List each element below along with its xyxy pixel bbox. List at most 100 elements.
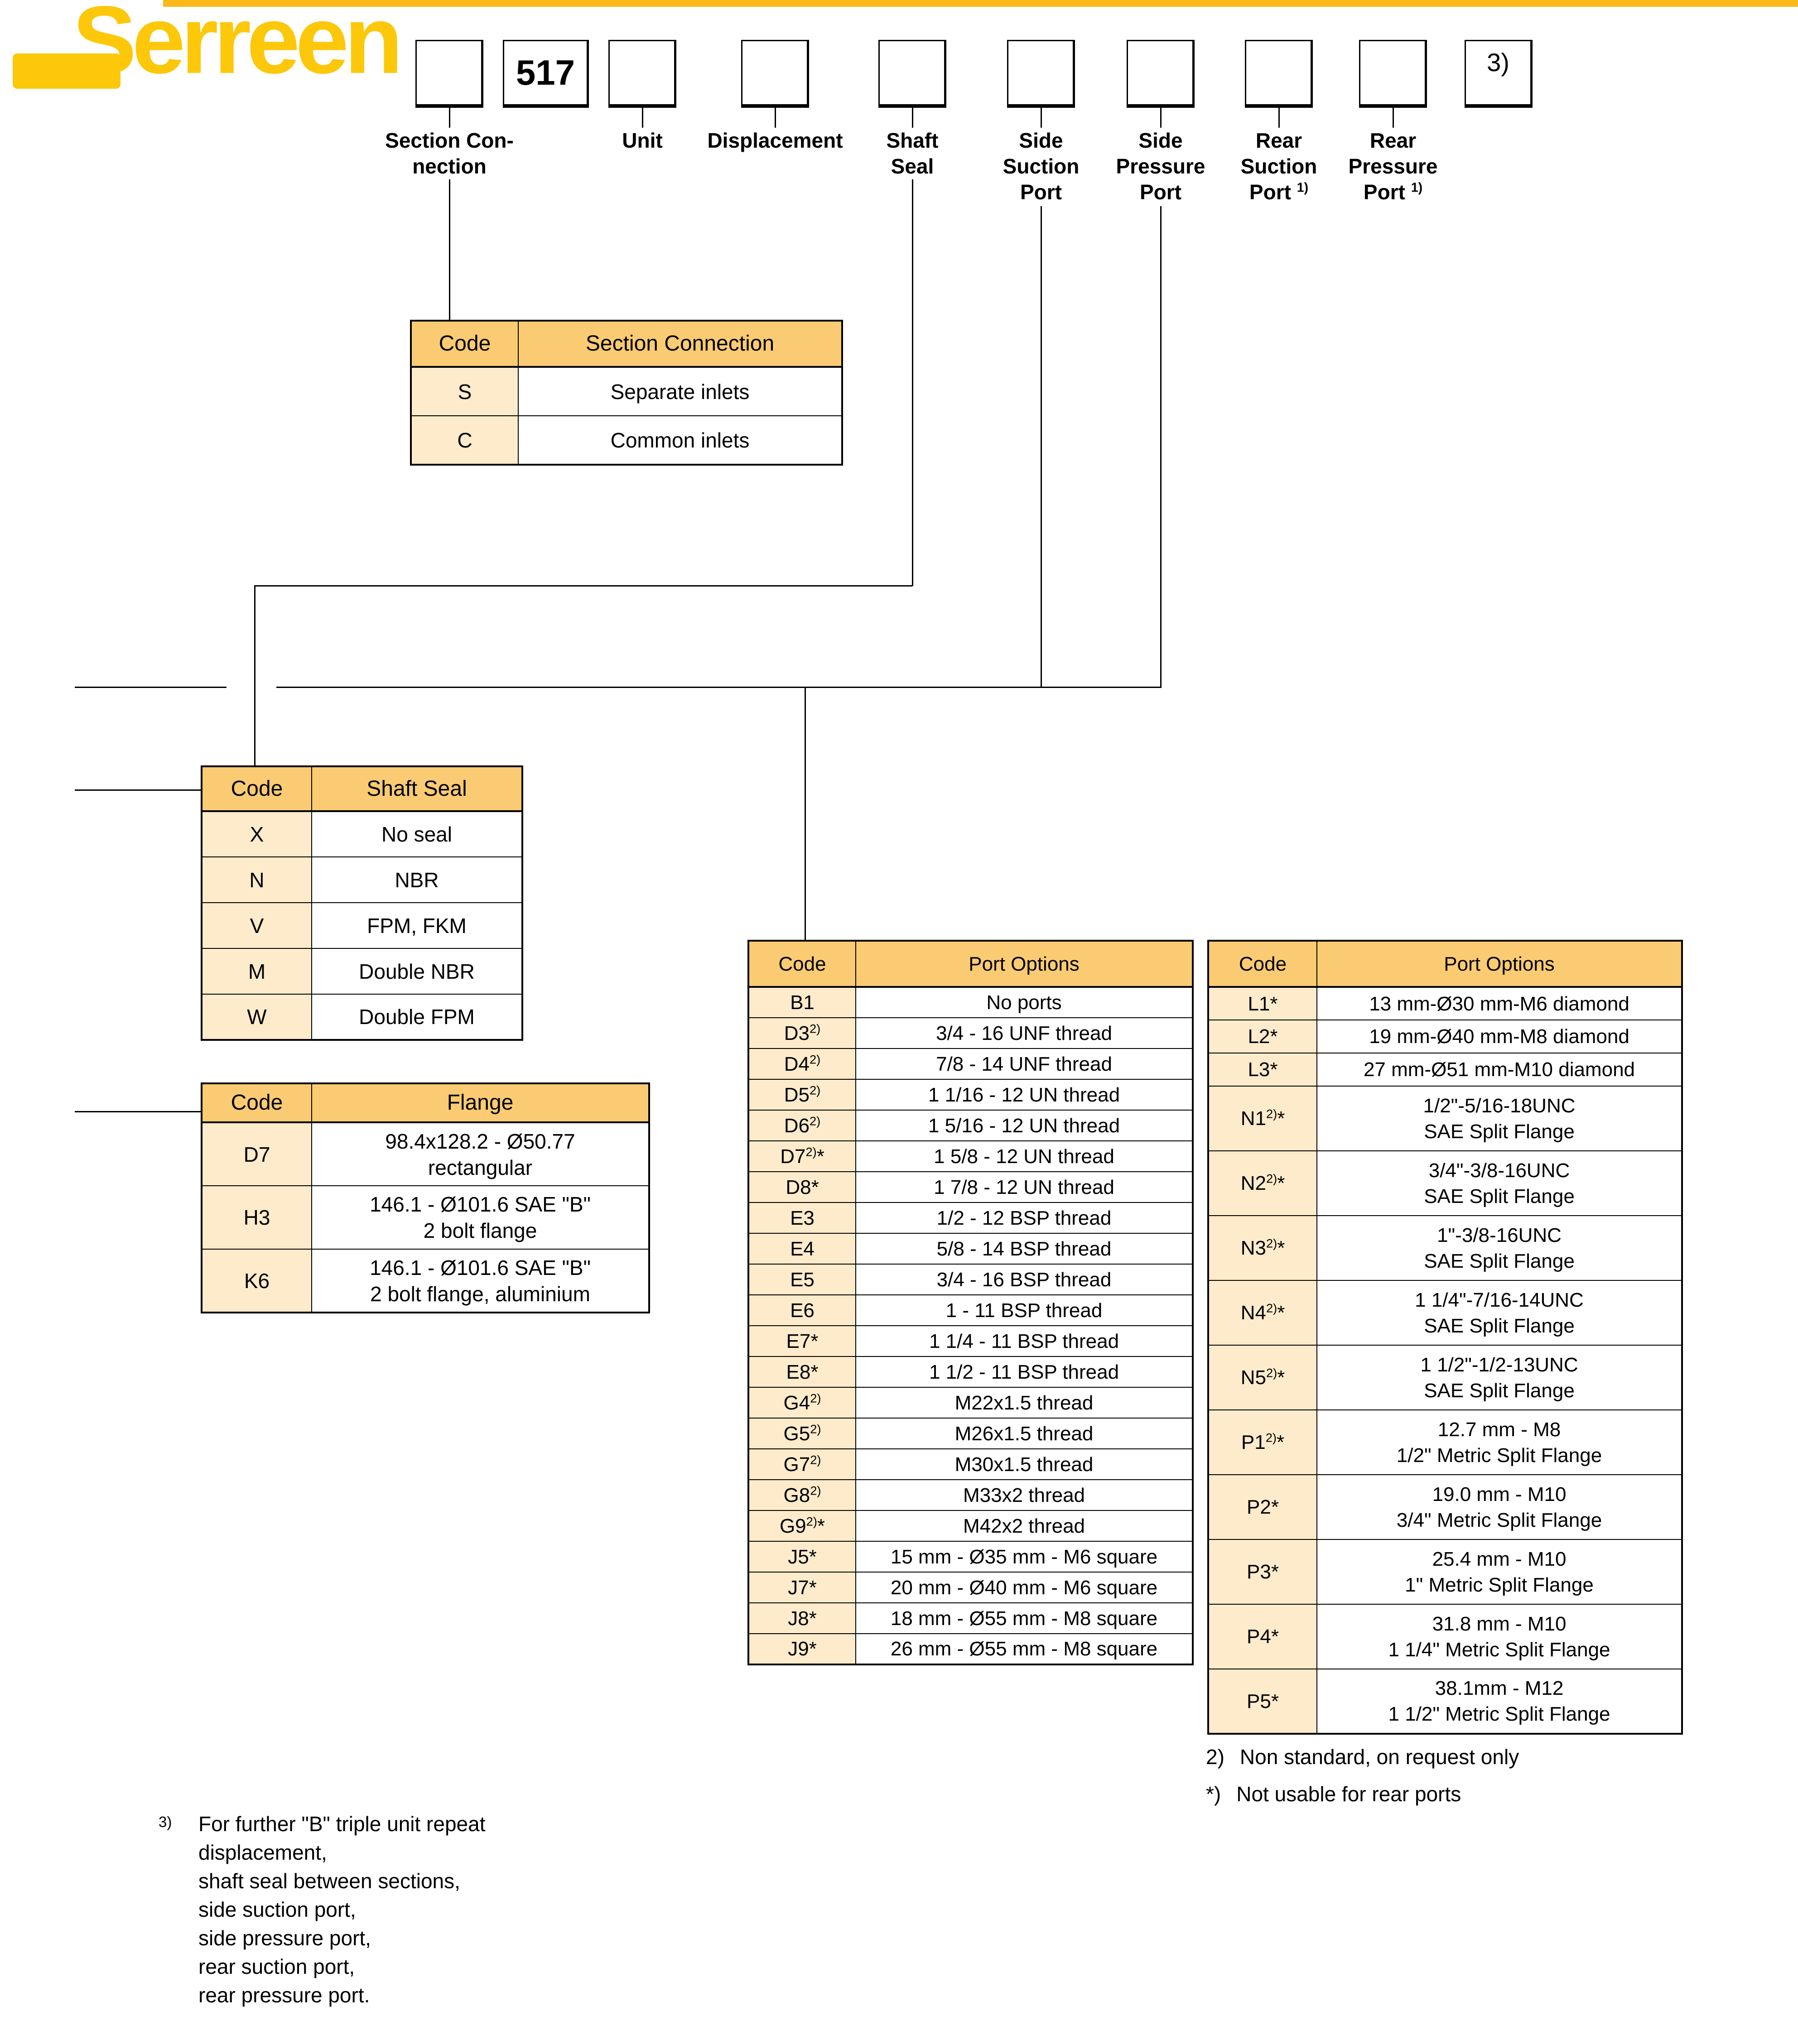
- code-cell: D8*: [748, 1171, 856, 1203]
- code-box-shaft-seal: [878, 40, 946, 108]
- code-cell: P4*: [1208, 1604, 1317, 1669]
- table-row: G42)M22x1.5 thread: [748, 1387, 1193, 1419]
- value-cell: 20 mm - Ø40 mm - M6 square: [855, 1572, 1193, 1603]
- label-line: Seal: [891, 154, 934, 178]
- code-cell: L3*: [1208, 1053, 1317, 1087]
- logo-dash: [13, 53, 121, 89]
- code-cell: J9*: [748, 1633, 856, 1665]
- value-cell: M33x2 thread: [855, 1479, 1193, 1511]
- code-cell: N22)*: [1208, 1150, 1317, 1216]
- code-cell: D42): [748, 1048, 856, 1080]
- label-line: Port 1): [1249, 180, 1309, 204]
- table-row: D8*1 7/8 - 12 UN thread: [748, 1171, 1193, 1203]
- value-cell: No seal: [311, 811, 523, 857]
- table-row: J7*20 mm - Ø40 mm - M6 square: [748, 1572, 1193, 1603]
- value-cell: M42x2 thread: [855, 1510, 1193, 1542]
- connector-line: [911, 106, 913, 128]
- brand-logo: Serreen: [9, 0, 403, 118]
- code-box-label-displacement: Displacement: [707, 128, 843, 154]
- code-sup: 2): [810, 1052, 821, 1066]
- table-row: G72)M30x1.5 thread: [748, 1448, 1193, 1480]
- table-row: J8*18 mm - Ø55 mm - M8 square: [748, 1602, 1193, 1634]
- footnote-rear-ports-marker: *): [1206, 1782, 1221, 1806]
- table-row: D52)1 1/16 - 12 UN thread: [748, 1079, 1193, 1111]
- code-box-side-pressure-port: [1127, 40, 1195, 108]
- code-cell: M: [201, 948, 312, 995]
- table-header-cell: Flange: [311, 1083, 650, 1123]
- code-cell: D7: [201, 1122, 312, 1186]
- value-cell: 1 - 11 BSP thread: [855, 1294, 1193, 1326]
- footnote-rear-ports-text: Not usable for rear ports: [1236, 1782, 1461, 1806]
- footnote-line: rear pressure port.: [198, 1983, 370, 2007]
- table-row: L3*27 mm-Ø51 mm-M10 diamond: [1208, 1053, 1682, 1087]
- code-sup: 2): [1266, 1106, 1277, 1121]
- code-cell: L1*: [1208, 986, 1317, 1020]
- code-sup: 2): [1266, 1366, 1277, 1380]
- connector-line: [1160, 206, 1162, 688]
- value-cell: M30x1.5 thread: [855, 1448, 1193, 1480]
- code-box-rear-pressure-port: [1359, 40, 1427, 108]
- table-row: E8*1 1/2 - 11 BSP thread: [748, 1356, 1193, 1388]
- code-cell: D52): [748, 1079, 856, 1111]
- code-cell: P5*: [1208, 1669, 1317, 1734]
- connector-line: [448, 106, 450, 128]
- value-cell: 27 mm-Ø51 mm-M10 diamond: [1316, 1053, 1682, 1087]
- code-cell: G42): [748, 1387, 856, 1419]
- code-cell: H3: [201, 1185, 312, 1250]
- code-cell: D72)*: [748, 1140, 856, 1172]
- label-sup: 1): [1411, 180, 1423, 195]
- code-cell: P12)*: [1208, 1409, 1317, 1475]
- value-cell: NBR: [311, 856, 523, 903]
- table-row: J9*26 mm - Ø55 mm - M8 square: [748, 1633, 1193, 1665]
- value-cell: 26 mm - Ø55 mm - M8 square: [855, 1633, 1193, 1665]
- table-row: L2*19 mm-Ø40 mm-M8 diamond: [1208, 1020, 1682, 1053]
- code-cell: J5*: [748, 1541, 856, 1573]
- code-cell: N52)*: [1208, 1345, 1317, 1410]
- footnote-non-standard: 2) Non standard, on request only: [1206, 1745, 1519, 1769]
- code-cell: D62): [748, 1110, 856, 1141]
- code-cell: N12)*: [1208, 1086, 1317, 1151]
- label-line: Pressure: [1116, 154, 1205, 178]
- code-cell: L2*: [1208, 1020, 1317, 1053]
- code-sup: 2): [805, 1144, 817, 1159]
- value-cell: 1/2 - 12 BSP thread: [855, 1202, 1193, 1234]
- table-row: D72)*1 5/8 - 12 UN thread: [748, 1140, 1193, 1172]
- code-box-triple-unit-note: 3): [1465, 40, 1533, 108]
- code-sup: 2): [810, 1113, 821, 1128]
- value-cell: 1 5/16 - 12 UN thread: [855, 1110, 1193, 1141]
- code-cell: V: [201, 902, 312, 949]
- code-box-section-connection: [415, 40, 483, 108]
- label-line: Suction: [1240, 154, 1317, 178]
- footnote-rear-ports: *) Not usable for rear ports: [1206, 1782, 1461, 1806]
- footnote-line: displacement,: [198, 1841, 327, 1864]
- table-row: D32)3/4 - 16 UNF thread: [748, 1017, 1193, 1049]
